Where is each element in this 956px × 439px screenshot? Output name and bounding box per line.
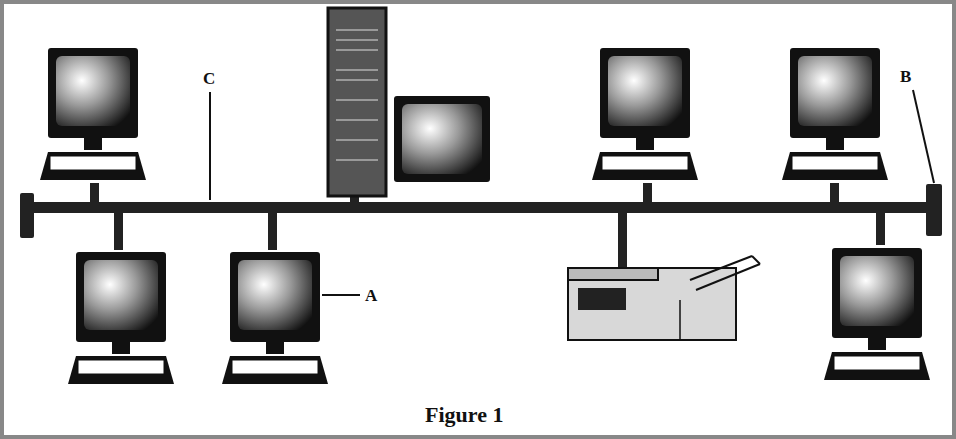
callout-letter: B [900, 68, 911, 85]
callout-letter: C [203, 70, 215, 87]
leader-line [322, 294, 360, 296]
figure-caption: Figure 1 [425, 404, 503, 426]
workstation [222, 252, 328, 384]
terminator [20, 193, 34, 238]
workstation [824, 248, 930, 380]
terminator [926, 184, 942, 236]
file-server [328, 8, 490, 196]
workstation [40, 48, 146, 180]
leader-line [209, 92, 211, 200]
bus-cable [30, 202, 930, 213]
workstation [68, 252, 174, 384]
leader-line [913, 90, 934, 183]
workstation [592, 48, 698, 180]
callout-letter: A [365, 287, 377, 304]
printer [568, 256, 760, 340]
workstation [782, 48, 888, 180]
